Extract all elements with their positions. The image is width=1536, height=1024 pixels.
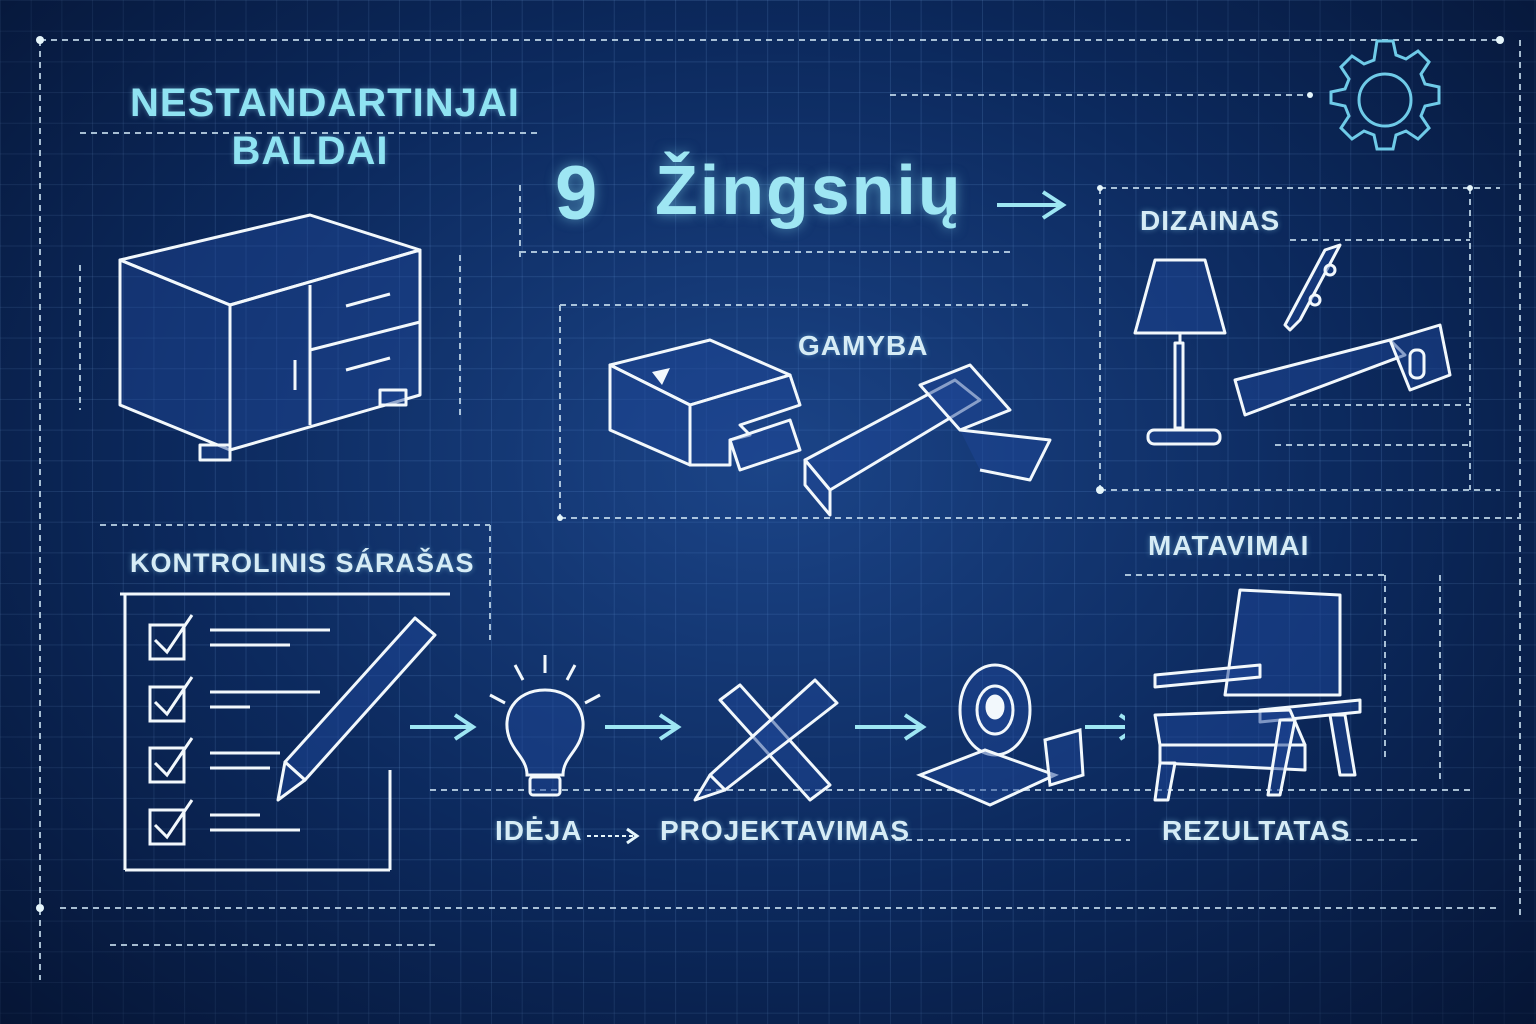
wood-joint-icon [608, 338, 1052, 517]
gear-icon [1329, 39, 1441, 151]
section-label-kontrolinis: Kontrolinis Sárašas [130, 548, 475, 578]
section-label-matavimai: Matavimai [1148, 530, 1310, 561]
title-line-1: Nestandartinjai [130, 81, 520, 125]
headline-number: 9 [555, 151, 600, 236]
armchair-icon [1153, 588, 1362, 802]
lightbulb-icon [489, 655, 601, 797]
arrow-right-icon [997, 190, 1067, 220]
flow-diagram [410, 655, 1125, 807]
flow-step-rezultatas: Rezultatas [1162, 815, 1351, 846]
pencil-ruler-icon [693, 678, 839, 802]
flow-step-ideja: Idėja [495, 815, 583, 846]
cabinet-icon [118, 213, 422, 462]
flow-arrows [410, 713, 1125, 741]
headline-word: Žingsnių [655, 151, 963, 229]
saw-icon [1233, 243, 1452, 417]
arrow-right-dashed-icon [587, 827, 640, 845]
section-label-gamyba: Gamyba [798, 330, 929, 361]
checklist-icon [120, 592, 450, 872]
flow-step-projektavimas: Projektavimas [660, 815, 910, 846]
lamp-icon [1133, 258, 1227, 446]
section-label-dizainas: Dizainas [1140, 205, 1281, 236]
title-line-2: Baldai [231, 129, 389, 173]
tape-measure-icon [916, 663, 1085, 807]
